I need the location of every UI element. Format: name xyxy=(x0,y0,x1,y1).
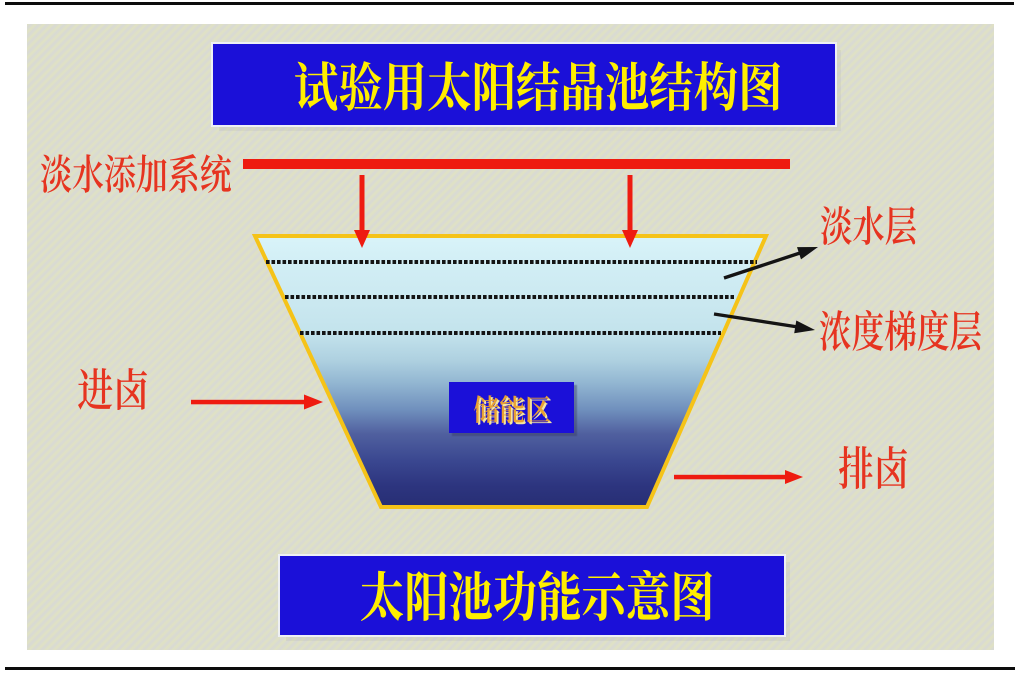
storage-zone-text-glyphs xyxy=(474,395,550,424)
top-rule xyxy=(5,2,1014,5)
supply-pipe-line xyxy=(243,159,790,169)
supply-arrow-right xyxy=(622,175,638,248)
gradient-layer-arrow xyxy=(713,312,815,334)
title-text-glyphs xyxy=(295,61,780,111)
title-banner: 试验用太阳结晶池结构图 xyxy=(213,44,835,125)
brine-inlet-text-svg xyxy=(78,368,147,410)
bottom-rule xyxy=(5,667,1015,670)
freshwater-layer-arrow xyxy=(723,247,818,280)
gradient-layer-text-glyphs xyxy=(820,310,981,351)
supply-arrow-left xyxy=(354,175,370,248)
freshwater-layer-text-glyphs xyxy=(821,206,916,246)
bottom-text-glyphs xyxy=(361,569,712,621)
gradient-layer-text-svg xyxy=(820,310,981,351)
freshwater-system-text-svg xyxy=(41,154,231,193)
brine-inlet-arrow xyxy=(191,394,323,410)
slide-background xyxy=(27,24,994,650)
bottom-banner: 太阳池功能示意图 xyxy=(280,556,784,635)
freshwater-system-text-glyphs xyxy=(41,154,231,193)
brine-discharge-text-svg xyxy=(839,446,907,490)
freshwater-layer-text-svg xyxy=(821,206,916,246)
brine-inlet-text-glyphs xyxy=(78,368,147,410)
bottom-text-svg xyxy=(361,569,712,621)
storage-zone-text-svg xyxy=(474,395,552,425)
pool-trapezoid xyxy=(251,234,770,509)
title-text-svg xyxy=(295,61,780,111)
brine-discharge-arrow xyxy=(674,470,803,484)
brine-discharge-text-glyphs xyxy=(839,446,907,490)
storage-zone-box: 储能区 xyxy=(449,382,574,433)
